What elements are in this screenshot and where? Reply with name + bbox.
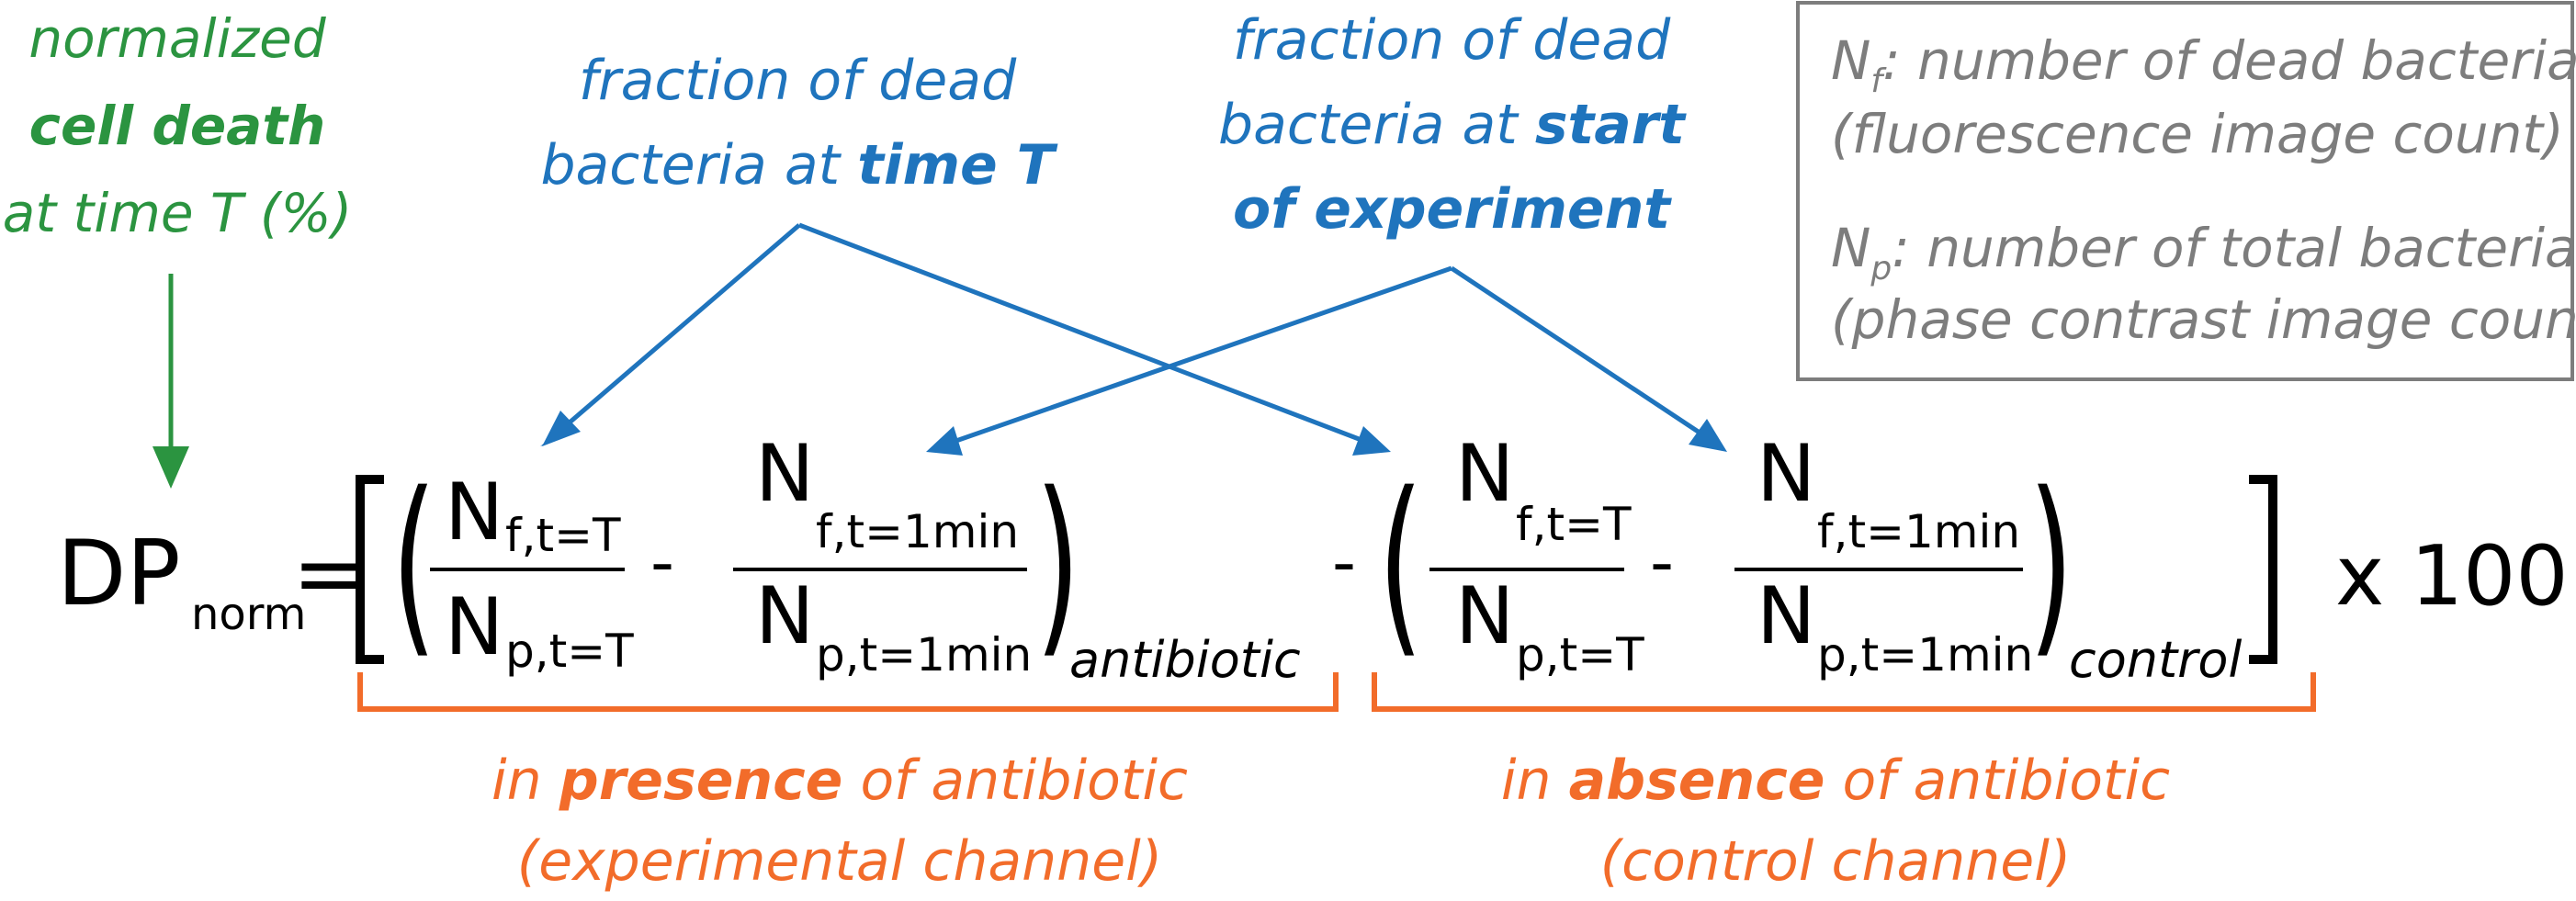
legend-frame	[1796, 1, 2574, 381]
cell-death-annotation: normalized cell death at time T (%)	[3, 7, 352, 489]
sub-f-t-control: f,t=T	[1516, 498, 1632, 551]
open-paren-control: (	[1378, 451, 1423, 676]
close-bracket	[2249, 475, 2277, 664]
open-paren-antibiotic: (	[391, 451, 436, 676]
sub-f-1-control: f,t=1min	[1817, 505, 2020, 558]
start-line1: fraction of dead	[1233, 8, 1671, 73]
minus-between-groups: -	[1332, 524, 1356, 601]
sub-p-t-antibiotic: p,t=T	[505, 625, 634, 678]
lhs-dp: DP	[57, 522, 181, 626]
legend-nf-line1: Nf: number of dead bacteria	[1831, 29, 2576, 100]
absence-line2: (control channel)	[1600, 829, 2072, 894]
legend-np-line1: Np: number of total bacteria	[1831, 217, 2576, 287]
start-annotation: fraction of dead bacteria at start of ex…	[1218, 8, 1687, 242]
label-antibiotic: antibiotic	[1069, 631, 1301, 689]
close-paren-antibiotic: )	[1035, 451, 1080, 676]
open-bracket	[356, 475, 384, 664]
sub-p-1-control: p,t=1min	[1817, 628, 2033, 681]
den-n-control-1: N	[1757, 570, 1815, 662]
equals-sign: =	[292, 522, 367, 626]
brace-absence	[1372, 672, 2316, 712]
num-n-antibiotic-t: N	[445, 467, 503, 558]
close-paren-control: )	[2028, 451, 2073, 676]
equation: DP norm = ( N f,t=T N p,t=T - N f,t=1min…	[57, 428, 2569, 689]
label-control: control	[2069, 631, 2242, 689]
time-t-line2: bacteria at time T	[540, 133, 1057, 197]
orange-braces: in presence of antibiotic (experimental …	[357, 672, 2316, 894]
presence-line1: in presence of antibiotic	[491, 749, 1188, 813]
lhs-sub-norm: norm	[191, 589, 306, 640]
presence-line2: (experimental channel)	[517, 829, 1162, 894]
num-n-control-1: N	[1757, 428, 1815, 520]
minus-inner-control: -	[1650, 524, 1674, 601]
time-t-line1: fraction of dead	[579, 49, 1017, 113]
den-n-control-t: N	[1455, 570, 1514, 662]
arrow-start-to-antibiotic	[947, 265, 1452, 446]
start-line3: of experiment	[1233, 177, 1672, 242]
time-t-annotation: fraction of dead bacteria at time T	[540, 49, 1057, 197]
sub-p-1-antibiotic: p,t=1min	[816, 628, 1032, 681]
sub-p-t-control: p,t=T	[1516, 628, 1644, 681]
cell-death-line3: at time T (%)	[3, 182, 352, 244]
arrow-time-t-to-antibiotic	[555, 223, 801, 435]
blue-arrows	[540, 222, 1727, 456]
num-n-antibiotic-1: N	[755, 428, 814, 520]
sub-f-1-antibiotic: f,t=1min	[816, 505, 1019, 558]
start-line2: bacteria at start	[1218, 93, 1687, 157]
arrowhead-icon	[542, 411, 581, 446]
arrow-start-to-control	[1450, 265, 1707, 439]
cell-death-line1: normalized	[28, 7, 326, 70]
legend-nf-line2: (fluorescence image count)	[1831, 103, 2564, 165]
den-n-antibiotic-t: N	[445, 581, 503, 673]
num-n-control-t: N	[1455, 428, 1514, 520]
cell-death-line2: cell death	[29, 95, 326, 157]
brace-presence	[357, 672, 1339, 712]
absence-line1: in absence of antibiotic	[1501, 749, 2170, 813]
legend-np-line2: (phase contrast image count)	[1831, 288, 2576, 351]
arrow-time-t-to-control	[798, 222, 1367, 445]
arrowhead-icon	[1689, 419, 1727, 452]
arrowhead-icon	[1352, 426, 1391, 456]
minus-inner-antibiotic: -	[650, 524, 674, 601]
multiplier: x 100	[2335, 528, 2569, 625]
legend-box: Nf: number of dead bacteria (fluorescenc…	[1796, 1, 2576, 381]
den-n-antibiotic-1: N	[755, 570, 814, 662]
arrowhead-icon	[926, 426, 963, 456]
sub-f-t-antibiotic: f,t=T	[505, 509, 621, 562]
cell-death-arrowhead-icon	[153, 446, 189, 489]
